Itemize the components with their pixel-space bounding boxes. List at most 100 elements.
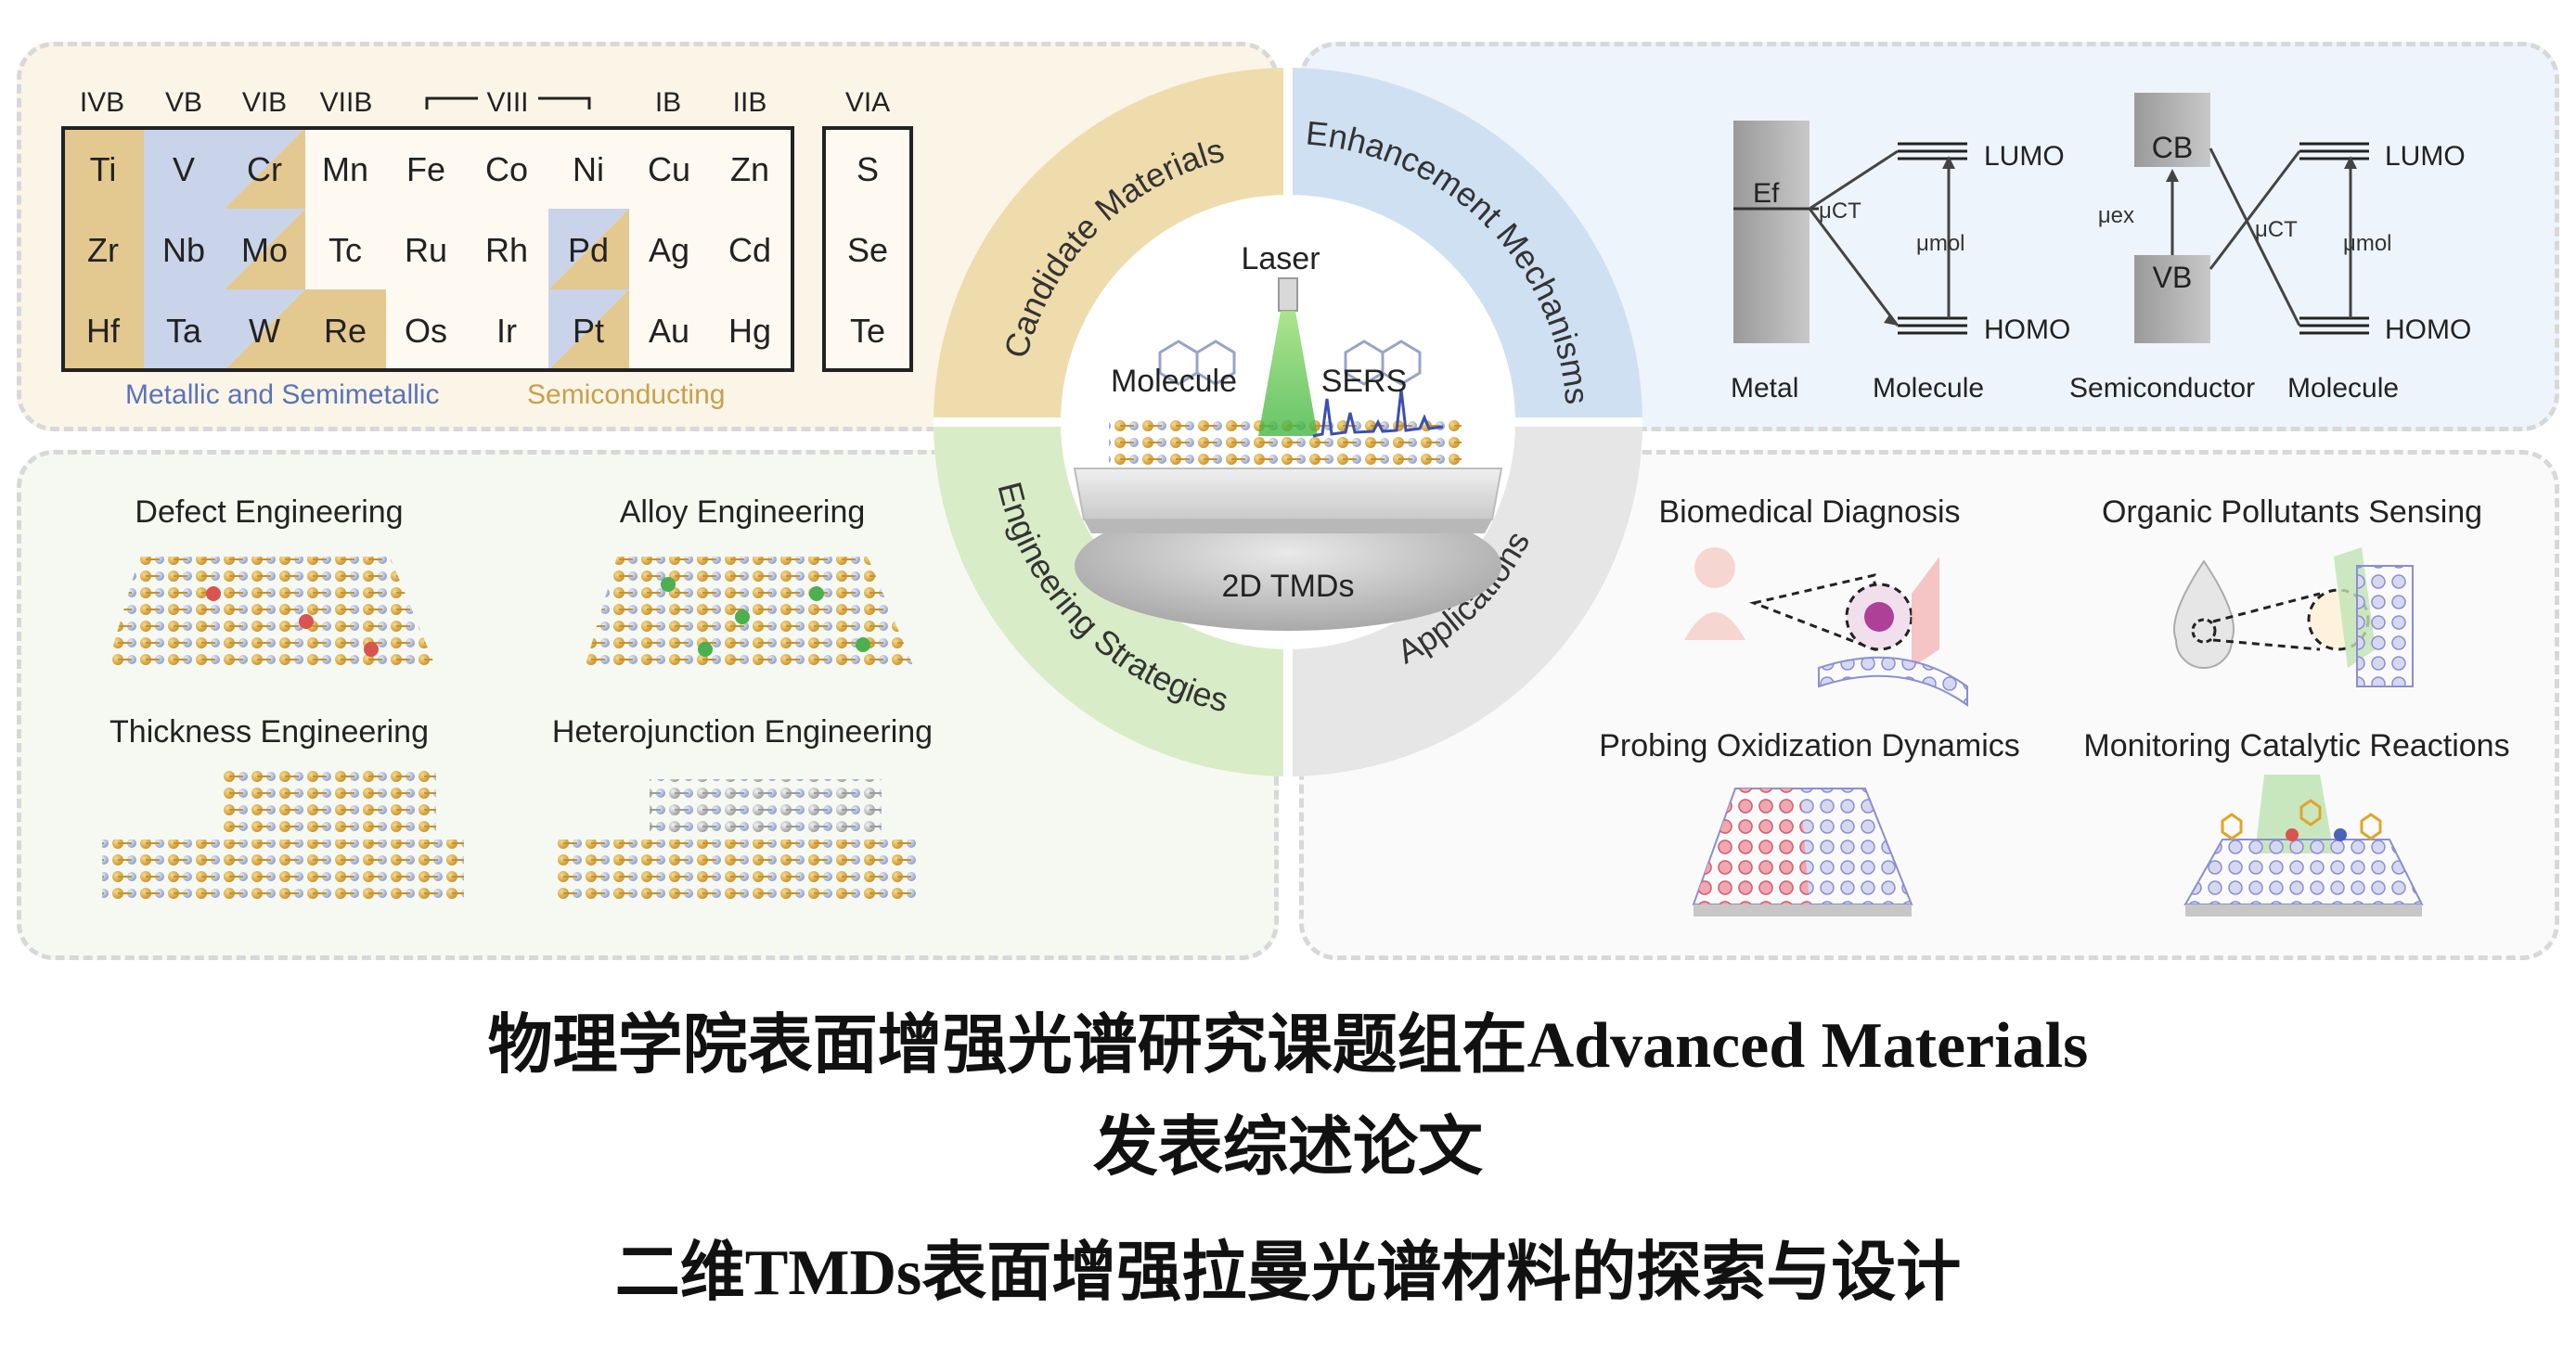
caption-line-3-tmds: TMDs: [744, 1237, 922, 1309]
fermi-level-label: Ef: [1753, 178, 1780, 209]
hetero-top-layer: [650, 779, 882, 835]
element-symbol: Zn: [730, 150, 769, 188]
element-symbol: Hf: [86, 312, 121, 350]
cb-label: CB: [2152, 131, 2193, 164]
caption-line-3-c: 表面增强拉曼光谱材料的探索与设计: [921, 1233, 1962, 1310]
element-symbol: Os: [405, 312, 447, 350]
element-symbol: Hg: [728, 312, 771, 350]
engineering-strategies: Defect Engineering Alloy Engineering Thi…: [102, 494, 933, 904]
element-symbol: Ni: [573, 150, 604, 188]
viii-bracket: [425, 96, 591, 109]
umol-label: μmol: [2343, 231, 2392, 256]
organic-pollutants-illustration: [2173, 547, 2414, 687]
element-symbol: Te: [850, 312, 885, 350]
element-symbol: Zr: [87, 231, 119, 269]
element-symbol: Ir: [496, 312, 517, 350]
homo-label: HOMO: [2385, 314, 2471, 345]
defect-lattice: [107, 557, 436, 668]
element-symbol: Se: [847, 231, 888, 269]
element-symbol: Cu: [648, 150, 690, 188]
lumo-label: LUMO: [2385, 141, 2466, 172]
applications: Biomedical Diagnosis Organic Pollutants …: [1599, 494, 2510, 917]
element-symbol: Ag: [649, 231, 689, 269]
element-symbol: Co: [485, 150, 528, 188]
metal-block: [1733, 121, 1810, 343]
droplet-icon: [2173, 559, 2235, 669]
thickness-top-layer: [223, 770, 436, 835]
uct-label: μCT: [2255, 217, 2298, 242]
thickness-bottom-layer: [102, 840, 464, 904]
element-symbol: Cd: [728, 231, 771, 269]
uct-label: μCT: [1819, 199, 1861, 224]
laser-beam: [1258, 311, 1318, 436]
element-symbol: Fe: [406, 150, 445, 188]
element-symbol: Mo: [241, 231, 288, 269]
central-wheel: Candidate Materials Enhancement Mechanis…: [934, 68, 1642, 776]
legend-metallic: Metallic and Semimetallic: [125, 379, 439, 410]
oxidization-label: Probing Oxidization Dynamics: [1599, 728, 2020, 763]
metal-caption: Metal: [1731, 373, 1798, 404]
element-symbol: Nb: [162, 231, 205, 269]
alloy-engineering-label: Alloy Engineering: [620, 494, 866, 530]
element-symbol: V: [173, 150, 195, 188]
mechanism-semiconductor: CB VB μex μCT μmol LUMO HOMO Semiconduct…: [2069, 93, 2471, 404]
caption-line-3: 二维TMDs表面增强拉曼光谱材料的探索与设计: [0, 1220, 2576, 1314]
element-symbol: W: [249, 312, 280, 350]
molecule-caption: Molecule: [2287, 373, 2399, 404]
group-label: IVB: [80, 87, 124, 118]
element-symbol: Tc: [328, 231, 362, 269]
lumo-label: LUMO: [1984, 141, 2065, 172]
cb-block: [2134, 93, 2210, 167]
group-label: VIIB: [320, 87, 373, 118]
element-symbol: Ti: [90, 150, 117, 188]
caption-line-1-cn: 物理学院表面增强光谱研究课题组在: [487, 1006, 1527, 1083]
tmds-label: 2D TMDs: [1222, 569, 1355, 604]
homo-label: HOMO: [1984, 314, 2070, 345]
group-label: IB: [655, 87, 681, 118]
laser-source: [1278, 277, 1298, 312]
group-label: IIB: [733, 87, 767, 118]
molecule-icon: [1158, 340, 1422, 386]
group-label: VIII: [486, 87, 528, 118]
element-symbol: Rh: [485, 231, 528, 269]
caption-line-1: 物理学院表面增强光谱研究课题组在Advanced Materials: [0, 993, 2576, 1086]
element-symbol: Re: [324, 312, 367, 350]
group-label: VB: [165, 87, 202, 118]
element-symbol: Mn: [322, 150, 368, 188]
sers-spectrum: [1312, 389, 1444, 438]
caption-line-2: 发表综述论文: [1093, 1108, 1483, 1185]
element-symbol: Cr: [247, 150, 282, 188]
group-label: VIA: [845, 87, 890, 118]
semiconductor-caption: Semiconductor: [2069, 373, 2255, 404]
laser-label: Laser: [1241, 241, 1320, 276]
legend-semiconducting: Semiconducting: [527, 379, 725, 410]
sers-label: SERS: [1321, 364, 1408, 399]
caption-line-1-journal: Advanced Materials: [1526, 1010, 2089, 1082]
uex-label: μex: [2098, 203, 2134, 228]
biomedical-label: Biomedical Diagnosis: [1658, 494, 1960, 530]
figure-canvas: IVB VB VIB VIIB VIII IB IIB VIA: [61, 68, 2510, 917]
molecule-label: Molecule: [1111, 364, 1237, 399]
element-symbol: Ru: [405, 231, 447, 269]
organic-pollutants-label: Organic Pollutants Sensing: [2102, 494, 2482, 530]
periodic-table: IVB VB VIB VIIB VIII IB IIB VIA: [61, 87, 913, 410]
vb-label: VB: [2153, 261, 2193, 294]
oxidization-illustration: [1692, 788, 1913, 917]
mechanism-metal: Ef μCT μmol LUMO HOMO Metal Molecule: [1731, 121, 2070, 404]
thickness-engineering-label: Thickness Engineering: [109, 714, 429, 750]
group-label: VIB: [242, 87, 287, 118]
element-symbol: Pd: [568, 231, 609, 269]
catalytic-label: Monitoring Catalytic Reactions: [2083, 728, 2509, 763]
umol-label: μmol: [1916, 231, 1965, 256]
vb-block: [2134, 255, 2210, 343]
biomedical-illustration: [1684, 547, 1968, 707]
catalytic-illustration: [2183, 775, 2424, 917]
caption-line-3-a: 二维: [614, 1233, 745, 1310]
element-symbol: S: [857, 150, 879, 188]
molecule-caption: Molecule: [1873, 373, 1984, 404]
element-symbol: Au: [649, 312, 689, 350]
center-scene: Laser Molecule SERS 2D TMDs: [1073, 241, 1503, 631]
hetero-bottom-layer: [557, 840, 919, 904]
element-symbol: Pt: [573, 312, 604, 350]
heterojunction-engineering-label: Heterojunction Engineering: [552, 714, 933, 750]
